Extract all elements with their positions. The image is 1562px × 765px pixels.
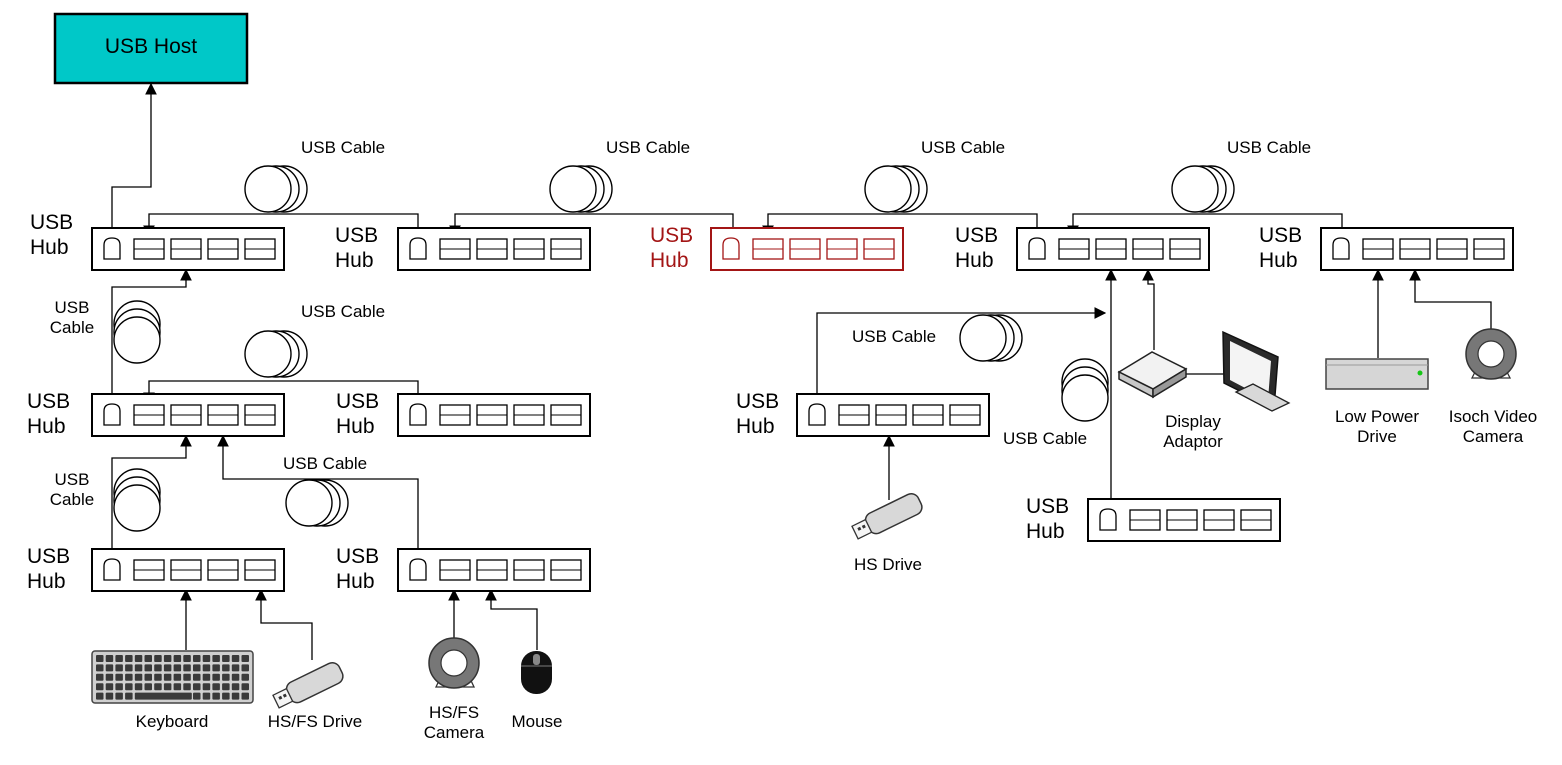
hsfs-drive-label: HS/FS Drive — [267, 712, 363, 731]
usb-host-label: USB Host — [104, 35, 198, 58]
connection-wires — [111, 82, 1492, 660]
usb-hub-1 — [91, 227, 285, 271]
cable-label-2: USB Cable — [606, 138, 691, 157]
upstream-port — [722, 237, 740, 260]
low-power-drive-icon — [1325, 358, 1429, 390]
upstream-port — [103, 403, 121, 426]
usb-cable-coil-5 — [244, 330, 308, 378]
hsfs-camera-icon — [428, 637, 480, 689]
hs-drive-label: HS Drive — [853, 555, 922, 574]
usb-hub-7 — [397, 393, 591, 437]
usb-cable-coil-2 — [549, 165, 613, 213]
usb-host-box — [53, 12, 249, 85]
display-adaptor-icon — [1117, 351, 1188, 399]
upstream-port — [1028, 237, 1046, 260]
isoch-camera-icon — [1465, 328, 1517, 380]
upstream-port — [103, 558, 121, 581]
upstream-port — [409, 558, 427, 581]
mouse-label: Mouse — [511, 712, 563, 731]
cables-layer — [113, 165, 1235, 532]
usb-hub-2 — [397, 227, 591, 271]
cable-label-4: USB Cable — [1227, 138, 1312, 157]
hs-drive-icon — [851, 493, 923, 540]
cable-label-6: USB Cable — [283, 454, 368, 473]
usb-hub-11 — [1087, 498, 1281, 542]
cable-label-8: USB Cable — [1003, 429, 1088, 448]
cable-label-5: USB Cable — [301, 302, 386, 321]
monitor-icon — [1222, 330, 1291, 412]
keyboard-label: Keyboard — [135, 712, 209, 731]
upstream-port — [409, 403, 427, 426]
mouse-icon — [521, 651, 552, 694]
usb-hub-9 — [397, 548, 591, 592]
cable-label-3: USB Cable — [921, 138, 1006, 157]
hsfs-drive-icon — [272, 662, 344, 709]
usb-hub-5 — [1320, 227, 1514, 271]
usb-cable-coil-3 — [864, 165, 928, 213]
usb-cable-coil-7 — [959, 314, 1023, 362]
usb-hub-8 — [91, 548, 285, 592]
upstream-port — [1332, 237, 1350, 260]
usb-cable-coil-6 — [285, 479, 349, 527]
usb-hub-10 — [796, 393, 990, 437]
usb-hub-4 — [1016, 227, 1210, 271]
upstream-port — [808, 403, 826, 426]
usb-hub-6 — [91, 393, 285, 437]
usb-cable-coil-8 — [113, 300, 161, 364]
usb-cable-coil-10 — [1061, 358, 1109, 422]
usb-hub-3 — [710, 227, 904, 271]
keyboard-icon — [91, 650, 254, 704]
upstream-port — [1099, 508, 1117, 531]
cable-label-7: USB Cable — [852, 327, 937, 346]
upstream-port — [409, 237, 427, 260]
usb-cable-coil-1 — [244, 165, 308, 213]
hubs-layer — [91, 227, 1514, 592]
cable-label-1: USB Cable — [301, 138, 386, 157]
usb-cable-coil-4 — [1171, 165, 1235, 213]
usb-cable-coil-9 — [113, 468, 161, 532]
upstream-port — [103, 237, 121, 260]
